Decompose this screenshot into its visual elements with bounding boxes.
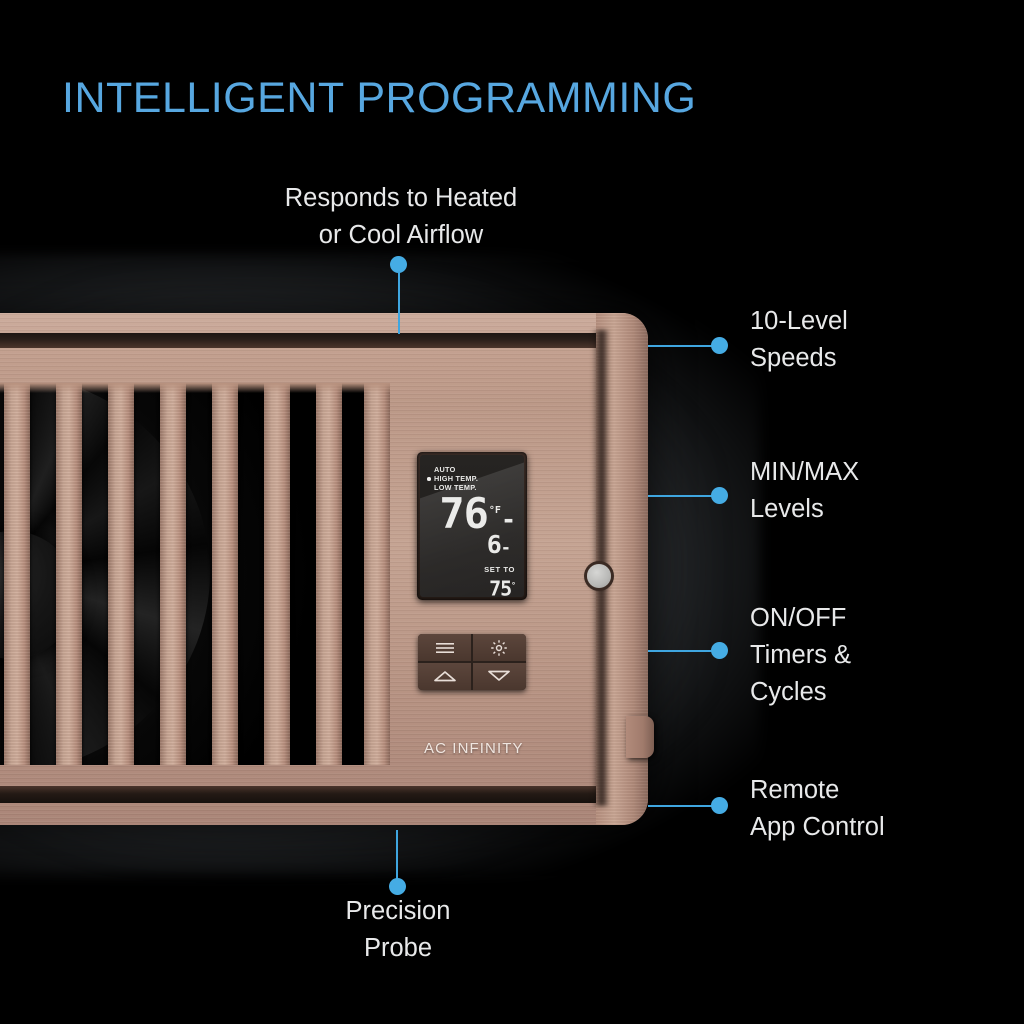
callout-dot-remote [711,797,728,814]
callout-probe-line1: Precision [345,897,451,925]
page-title: INTELLIGENT PROGRAMMING [62,74,697,122]
callout-timers-line2: Timers & [750,641,852,669]
menu-button[interactable] [418,634,472,662]
lcd-display-bezel: AUTO HIGH TEMP. LOW TEMP. 76°F- 6- SET T… [417,452,527,600]
triangle-up-icon [433,670,457,682]
callout-airflow-line1: Responds to Heated [284,184,518,212]
callout-airflow-line2: or Cool Airflow [318,221,484,249]
gear-icon [490,639,508,657]
triangle-down-icon [487,670,511,682]
louver-slat [364,383,390,765]
leader-line-minmax [648,495,712,497]
lcd-set-degree: ° [511,581,516,590]
control-keypad [418,634,526,690]
frame-top-bezel [0,333,630,348]
louver-slat [264,383,290,765]
mounting-tab [626,716,654,758]
lcd-secondary-readout: 6- [420,530,511,560]
callout-timers-line3: Cycles [750,678,827,706]
louver-slat [160,383,186,765]
lcd-main-trailing: - [500,505,516,534]
callout-timers-line1: ON/OFF [750,604,847,632]
callout-speeds-line2: Speeds [750,344,837,372]
grille-top-edge [0,383,390,393]
lcd-mode-auto: AUTO [434,465,456,474]
lcd-sub-trailing: - [500,538,511,558]
callout-remote: Remote App Control [750,772,1020,846]
down-button[interactable] [472,662,526,690]
louver-grille [0,383,390,765]
callout-dot-probe [389,878,406,895]
callout-minmax-line1: MIN/MAX [750,458,860,486]
callout-airflow: Responds to Heated or Cool Airflow [243,180,559,254]
sensor-port[interactable] [587,564,611,588]
lcd-sub-value: 6 [486,530,502,559]
lcd-set-to-value-group: 75° [420,575,516,597]
leader-line-speeds [648,345,712,347]
lcd-display: AUTO HIGH TEMP. LOW TEMP. 76°F- 6- SET T… [420,455,524,597]
callout-dot-speeds [711,337,728,354]
lcd-mode-low-temp: LOW TEMP. [434,483,477,492]
leader-line-timers [648,650,712,652]
lcd-set-value: 75 [489,576,512,597]
callout-timers: ON/OFF Timers & Cycles [750,600,1010,711]
brand-label: AC INFINITY [424,740,524,757]
louver-slat [316,383,342,765]
leader-line-probe [396,830,398,882]
lcd-set-to-label: SET TO [484,565,515,574]
callout-dot-timers [711,642,728,659]
louver-slat [212,383,238,765]
leader-line-airflow [398,271,400,334]
callout-remote-line2: App Control [750,813,885,841]
callout-minmax: MIN/MAX Levels [750,454,1010,528]
callout-minmax-line2: Levels [750,495,824,523]
leader-line-remote [648,805,712,807]
lcd-current-temperature: 76°F- [420,489,516,540]
louver-slat [4,383,30,765]
callout-remote-line1: Remote [750,776,840,804]
louver-slat [56,383,82,765]
up-button[interactable] [418,662,472,690]
callout-dot-minmax [711,487,728,504]
callout-dot-airflow [390,256,407,273]
louver-slat [108,383,134,765]
frame-bottom-bezel [0,786,630,803]
callout-speeds-line1: 10-Level [750,307,848,335]
lcd-temperature-unit: °F [488,505,501,516]
settings-button[interactable] [472,634,526,662]
lcd-mode-high-temp: HIGH TEMP. [427,474,478,483]
lcd-mode-list: AUTO HIGH TEMP. LOW TEMP. [427,465,478,492]
callout-speeds: 10-Level Speeds [750,303,1010,377]
lcd-main-value: 76 [439,489,489,538]
callout-probe: Precision Probe [278,893,518,967]
menu-icon [435,642,455,654]
callout-probe-line2: Probe [363,934,433,962]
